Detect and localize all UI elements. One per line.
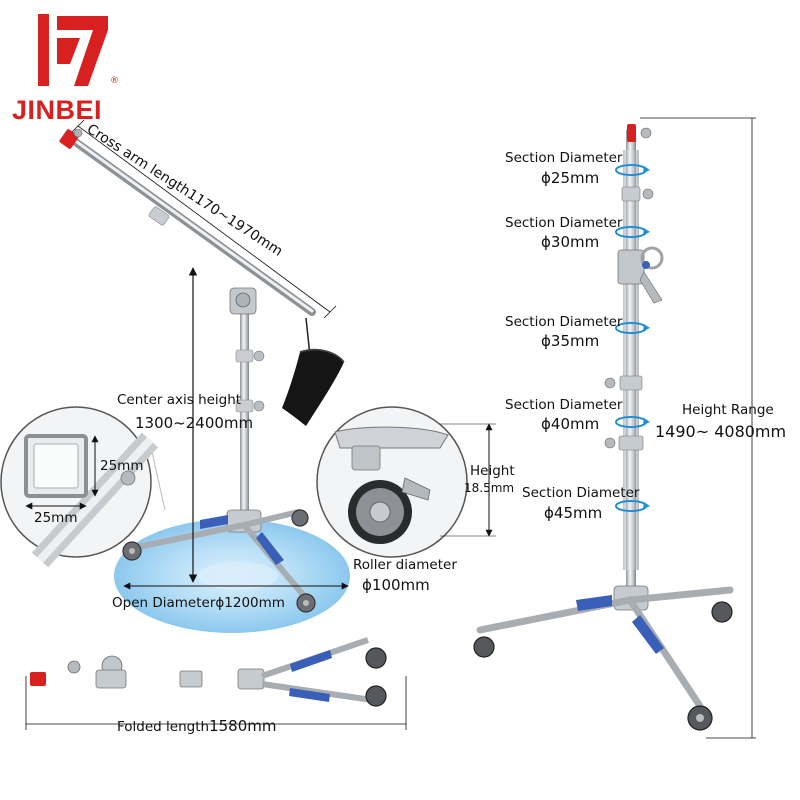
tube-height-label: 25mm — [100, 458, 144, 474]
roller-height-title: Height — [470, 463, 515, 479]
registered-mark: ® — [110, 76, 119, 86]
roller-diameter-title: Roller diameter — [353, 557, 457, 573]
center-axis-value: 1300~2400mm — [135, 414, 254, 432]
roller-detail-callout — [316, 406, 496, 558]
tube-detail-callout — [0, 406, 166, 568]
section-2-value: ϕ30mm — [541, 233, 600, 251]
section-3-title: Section Diameter — [505, 314, 623, 330]
brand-name: JINBEI — [12, 95, 103, 125]
height-range-value: 1490~ 4080mm — [655, 422, 787, 441]
brand-logo-text: JINBEI — [12, 95, 102, 126]
center-axis-title: Center axis height — [117, 392, 242, 408]
cross-arm-dimension — [77, 125, 331, 313]
brand-logo-mark — [38, 14, 108, 86]
left-stand — [59, 128, 345, 613]
tube-width-label: 25mm — [34, 510, 78, 526]
section-3-value: ϕ35mm — [541, 332, 600, 350]
height-range-title: Height Range — [682, 402, 774, 418]
roller-diameter-value: ϕ100mm — [362, 576, 430, 594]
right-stand — [473, 124, 734, 731]
folded-length-value: 1580mm — [209, 717, 277, 735]
folded-stand — [30, 637, 395, 707]
open-diameter-label: Open Diameterϕ1200mm — [112, 595, 285, 611]
section-5-title: Section Diameter — [522, 485, 640, 501]
section-4-title: Section Diameter — [505, 397, 623, 413]
roller-height-value: 18.5mm — [464, 481, 515, 495]
section-4-value: ϕ40mm — [541, 415, 600, 433]
folded-length-label: Folded length1580mm — [117, 716, 276, 735]
section-1-title: Section Diameter — [505, 150, 623, 166]
folded-length-title: Folded length — [117, 719, 210, 735]
section-1-value: ϕ25mm — [541, 169, 600, 187]
section-5-value: ϕ45mm — [544, 504, 603, 522]
section-2-title: Section Diameter — [505, 215, 623, 231]
